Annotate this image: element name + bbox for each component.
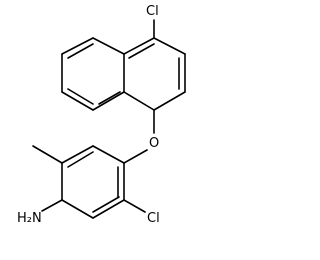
bond [92, 199, 125, 219]
bond [123, 37, 155, 55]
chemical-structure: Cl O Cl H₂N [17, 4, 186, 226]
bond [123, 199, 146, 213]
bond [41, 199, 63, 212]
chlorine-bottom-label: Cl [147, 211, 160, 226]
aniline-ring [61, 145, 125, 219]
bond [61, 199, 94, 219]
substituent-bonds [123, 19, 155, 164]
bond [67, 43, 94, 59]
bond [67, 151, 94, 168]
bond [128, 43, 155, 59]
aniline-substituents [32, 145, 146, 213]
bond [92, 91, 125, 111]
bond [61, 145, 94, 164]
bond [98, 91, 121, 105]
amine-label: H₂N [17, 211, 42, 226]
naphthalene-upper-ring [123, 37, 186, 111]
chlorine-top-label: Cl [146, 4, 159, 19]
methyl-bond [32, 145, 63, 164]
bond [153, 91, 186, 111]
bond [123, 91, 155, 111]
bond [61, 91, 94, 111]
bond [153, 37, 186, 55]
bond [67, 88, 94, 105]
oxygen-bridge-label: O [149, 136, 159, 151]
bond [92, 37, 125, 55]
bond [123, 149, 148, 164]
bond [92, 145, 125, 164]
bond [61, 37, 94, 55]
naphthalene-left-ring [61, 37, 125, 111]
bond [92, 196, 120, 213]
